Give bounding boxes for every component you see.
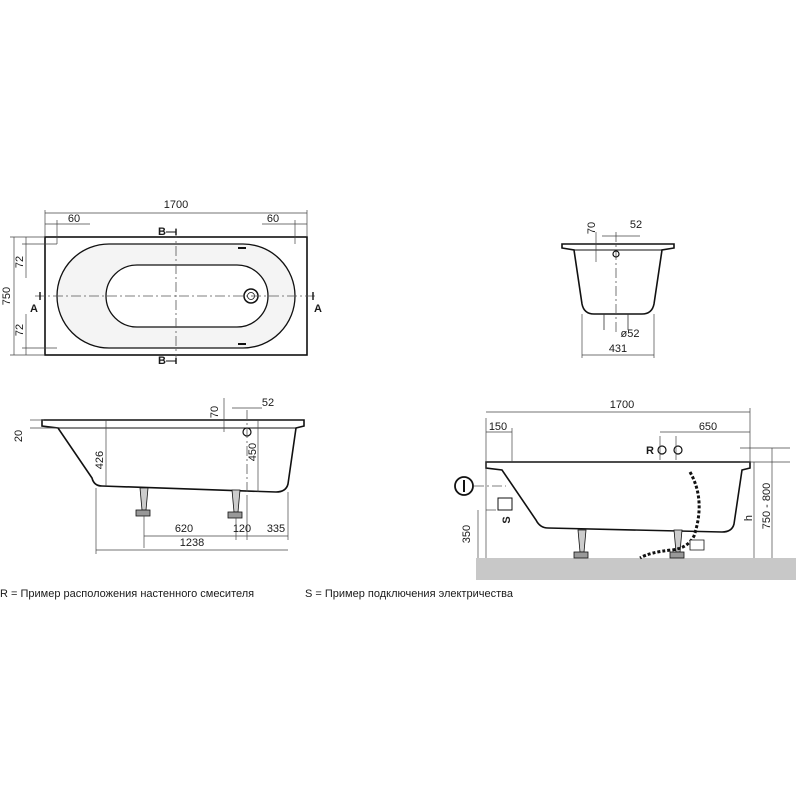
side-dim-foot-end: 335	[267, 523, 285, 535]
foot-right	[231, 489, 241, 513]
dim-margin-left: 60	[68, 213, 80, 225]
side-view: 20 426 450 70 52 620 120 335 1238	[13, 397, 305, 554]
side-dim-rim-thickness: 20	[13, 430, 25, 442]
install-dim-power-height: 350	[461, 525, 473, 543]
side-profile	[41, 419, 305, 493]
section-a-right: A	[314, 303, 322, 315]
install-tub-profile	[485, 461, 751, 533]
install-power-label: S	[501, 516, 513, 523]
install-dim-height-label: h	[743, 515, 755, 521]
top-view: 1700 60 60 B B A A 750 72 72	[1, 199, 322, 367]
end-view: 70 52 ø52 431	[561, 219, 675, 358]
side-dim-depth-drain: 450	[247, 443, 259, 461]
side-dim-foot-spacing: 620	[175, 523, 193, 535]
install-dim-mixer-offset: 650	[699, 421, 717, 433]
end-dim-drain-diameter: ø52	[621, 328, 640, 340]
end-dim-base-width: 431	[609, 343, 627, 355]
drain-hose	[639, 471, 701, 560]
side-dim-foot-offset: 120	[233, 523, 251, 535]
dim-rim-bottom: 72	[14, 324, 26, 336]
section-b-bottom: B	[158, 355, 166, 367]
section-a-left: A	[30, 303, 38, 315]
end-dim-rim: 70	[586, 222, 598, 234]
side-dim-depth: 426	[94, 451, 106, 469]
side-dim-drain-offset: 52	[262, 397, 274, 409]
installation-view: S 1700 150 650 R 350 h 750 - 800	[454, 399, 796, 580]
section-b-top: B	[158, 226, 166, 238]
legend-s-note: S = Пример подключения электричества	[305, 588, 514, 600]
foot-left	[139, 487, 149, 511]
install-dim-length: 1700	[610, 399, 634, 411]
install-dim-offset-left: 150	[489, 421, 507, 433]
side-dim-rim: 70	[209, 406, 221, 418]
dim-rim-top: 72	[14, 256, 26, 268]
side-dim-foot-total: 1238	[180, 537, 204, 549]
install-mixer-label: R	[646, 445, 654, 457]
end-profile	[561, 243, 675, 315]
legend-r-note: R = Пример расположения настенного смеси…	[0, 588, 254, 600]
mixer-valve-right	[673, 445, 683, 455]
end-dim-drain-offset: 52	[630, 219, 642, 231]
dim-width: 750	[1, 287, 13, 305]
floor	[476, 558, 796, 580]
power-box	[497, 497, 513, 511]
mixer-valve-left	[657, 445, 667, 455]
dim-margin-right: 60	[267, 213, 279, 225]
install-dim-height-range: 750 - 800	[761, 483, 773, 529]
dim-length: 1700	[164, 199, 188, 211]
